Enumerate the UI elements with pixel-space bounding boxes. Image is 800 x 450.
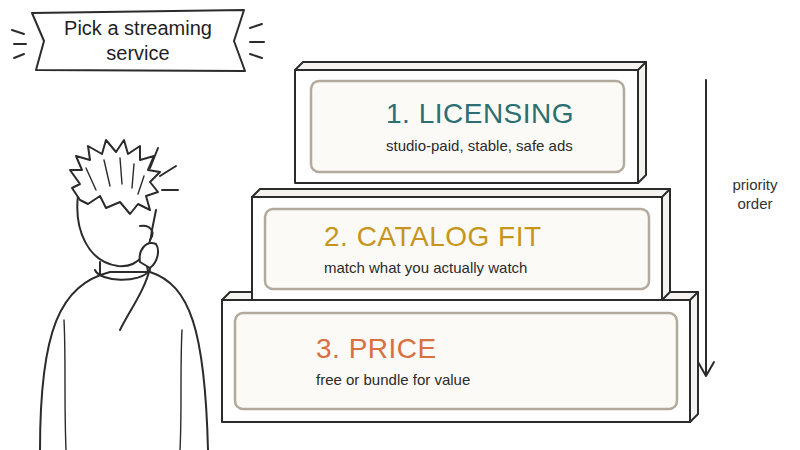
axis-note: priority order [716, 176, 794, 214]
body-text: studio-paid, stable, safe ads [386, 135, 573, 156]
emphasis-strokes [12, 30, 26, 58]
title-banner: Pick a streaming service [30, 10, 246, 72]
panel-heading: 2. CATALOG FIT [324, 220, 638, 254]
priority-panel: 1. LICENSING studio-paid, stable, safe ad… [310, 80, 625, 173]
heading-text: 1. LICENSING [386, 97, 574, 131]
block-3 [222, 292, 698, 422]
banner-outline [32, 10, 245, 71]
heading-text: 3. PRICE [316, 332, 437, 366]
panel-heading: 3. PRICE [316, 332, 666, 366]
thought-strokes [150, 148, 178, 190]
panel-body: studio-paid, stable, safe ads [386, 131, 613, 156]
panel-body: match what you actually watch [324, 253, 638, 278]
person-figure [40, 140, 208, 450]
panel-heading: 1. LICENSING [386, 97, 613, 131]
title-text: Pick a streaming service [50, 16, 226, 66]
priority-panel: 2. CATALOG FIT match what you actually wa… [264, 208, 650, 290]
emphasis-strokes [250, 24, 264, 58]
title-text: Pick a streaming service [50, 16, 226, 66]
panel-outline [234, 312, 678, 410]
body-text: match what you actually watch [324, 257, 527, 278]
panel-outline [311, 81, 624, 172]
panel-body: free or bundle for value [316, 365, 666, 390]
heading-text: 2. CATALOG FIT [324, 220, 542, 254]
block-2 [252, 189, 670, 300]
priority-arrow [698, 80, 714, 376]
panel-outline [265, 209, 649, 289]
priority-panel: 3. PRICE free or bundle for value [234, 312, 678, 410]
panel-outline [235, 313, 677, 409]
body-text: free or bundle for value [316, 369, 470, 390]
block-1 [295, 62, 646, 183]
